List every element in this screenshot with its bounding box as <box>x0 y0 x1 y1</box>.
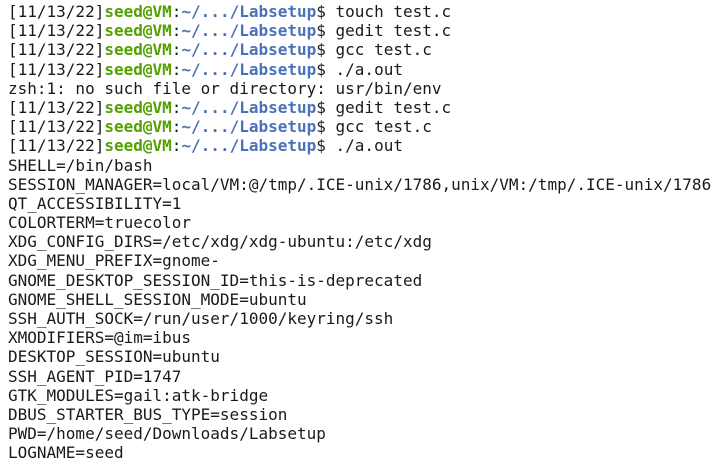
prompt-user-host: seed@VM <box>104 97 172 117</box>
prompt-symbol: $ <box>316 40 336 60</box>
prompt-date: [11/13/22] <box>8 40 105 60</box>
prompt-symbol: $ <box>316 21 336 41</box>
prompt-separator: : <box>171 2 182 21</box>
output-text: XDG_MENU_PREFIX=gnome- <box>8 251 220 271</box>
prompt-separator: : <box>171 21 182 41</box>
command-text: ./a.out <box>335 59 403 79</box>
output-text: GNOME_SHELL_SESSION_MODE=ubuntu <box>8 289 307 309</box>
output-text: GTK_MODULES=gail:atk-bridge <box>8 385 269 405</box>
terminal-command-line: [11/13/22]seed@VM:~/.../Labsetup$ gedit … <box>8 21 727 40</box>
prompt-path: ~/.../Labsetup <box>181 97 317 117</box>
terminal-output-line: QT_ACCESSIBILITY=1 <box>8 194 727 213</box>
terminal-output-line: GTK_MODULES=gail:atk-bridge <box>8 386 727 405</box>
prompt-user-host: seed@VM <box>104 59 172 79</box>
terminal-output-line: XDG_MENU_PREFIX=gnome- <box>8 251 727 270</box>
terminal-output-line: GNOME_DESKTOP_SESSION_ID=this-is-depreca… <box>8 271 727 290</box>
prompt-user-host: seed@VM <box>104 40 172 60</box>
command-text: ./a.out <box>335 136 403 156</box>
output-text: GNOME_DESKTOP_SESSION_ID=this-is-depreca… <box>8 270 423 290</box>
terminal-output-line: zsh:1: no such file or directory: usr/bi… <box>8 79 727 98</box>
terminal-output-line: SHELL=/bin/bash <box>8 156 727 175</box>
terminal-output-line: DBUS_STARTER_BUS_TYPE=session <box>8 405 727 424</box>
terminal-command-line: [11/13/22]seed@VM:~/.../Labsetup$ gedit … <box>8 98 727 117</box>
prompt-separator: : <box>171 40 182 60</box>
terminal-output-line: DESKTOP_SESSION=ubuntu <box>8 347 727 366</box>
output-text: QT_ACCESSIBILITY=1 <box>8 193 182 213</box>
output-text: DBUS_STARTER_BUS_TYPE=session <box>8 404 288 424</box>
prompt-separator: : <box>171 97 182 117</box>
output-text: SSH_AGENT_PID=1747 <box>8 366 182 386</box>
terminal-output-line: XMODIFIERS=@im=ibus <box>8 328 727 347</box>
terminal-output-line: PWD=/home/seed/Downloads/Labsetup <box>8 424 727 443</box>
terminal-output-line: SSH_AUTH_SOCK=/run/user/1000/keyring/ssh <box>8 309 727 328</box>
output-text: zsh:1: no such file or directory: usr/bi… <box>8 78 442 98</box>
terminal-command-line: [11/13/22]seed@VM:~/.../Labsetup$ gcc te… <box>8 40 727 59</box>
terminal-output-line: XDG_CONFIG_DIRS=/etc/xdg/xdg-ubuntu:/etc… <box>8 232 727 251</box>
output-text: LOGNAME=seed <box>8 443 124 463</box>
prompt-symbol: $ <box>316 2 336 21</box>
prompt-symbol: $ <box>316 117 336 137</box>
prompt-user-host: seed@VM <box>104 21 172 41</box>
command-text: gcc test.c <box>335 117 432 137</box>
terminal-command-line: [11/13/22]seed@VM:~/.../Labsetup$ gcc te… <box>8 117 727 136</box>
prompt-separator: : <box>171 136 182 156</box>
terminal-output-line: GNOME_SHELL_SESSION_MODE=ubuntu <box>8 290 727 309</box>
output-text: SESSION_MANAGER=local/VM:@/tmp/.ICE-unix… <box>8 174 712 194</box>
prompt-path: ~/.../Labsetup <box>181 117 317 137</box>
prompt-date: [11/13/22] <box>8 2 105 21</box>
prompt-date: [11/13/22] <box>8 136 105 156</box>
terminal-command-line: [11/13/22]seed@VM:~/.../Labsetup$ ./a.ou… <box>8 60 727 79</box>
output-text: SHELL=/bin/bash <box>8 155 153 175</box>
output-text: XMODIFIERS=@im=ibus <box>8 328 192 348</box>
command-text: gedit test.c <box>335 97 452 117</box>
prompt-path: ~/.../Labsetup <box>181 40 317 60</box>
prompt-separator: : <box>171 117 182 137</box>
prompt-user-host: seed@VM <box>104 2 172 21</box>
output-text: DESKTOP_SESSION=ubuntu <box>8 347 220 367</box>
prompt-path: ~/.../Labsetup <box>181 59 317 79</box>
prompt-user-host: seed@VM <box>104 117 172 137</box>
prompt-path: ~/.../Labsetup <box>181 2 317 21</box>
prompt-path: ~/.../Labsetup <box>181 136 317 156</box>
prompt-symbol: $ <box>316 59 336 79</box>
output-text: SSH_AUTH_SOCK=/run/user/1000/keyring/ssh <box>8 309 394 328</box>
prompt-user-host: seed@VM <box>104 136 172 156</box>
terminal-output-line: SSH_AGENT_PID=1747 <box>8 367 727 386</box>
terminal-output-line: COLORTERM=truecolor <box>8 213 727 232</box>
command-text: touch test.c <box>335 2 452 21</box>
terminal-command-line: [11/13/22]seed@VM:~/.../Labsetup$ ./a.ou… <box>8 136 727 155</box>
command-text: gcc test.c <box>335 40 432 60</box>
prompt-symbol: $ <box>316 97 336 117</box>
terminal-output-line: LOGNAME=seed <box>8 443 727 462</box>
prompt-date: [11/13/22] <box>8 21 105 41</box>
prompt-date: [11/13/22] <box>8 97 105 117</box>
prompt-path: ~/.../Labsetup <box>181 21 317 41</box>
prompt-date: [11/13/22] <box>8 59 105 79</box>
output-text: COLORTERM=truecolor <box>8 213 192 233</box>
output-text: PWD=/home/seed/Downloads/Labsetup <box>8 424 326 444</box>
prompt-date: [11/13/22] <box>8 117 105 137</box>
command-text: gedit test.c <box>335 21 452 41</box>
output-text: XDG_CONFIG_DIRS=/etc/xdg/xdg-ubuntu:/etc… <box>8 232 432 252</box>
prompt-separator: : <box>171 59 182 79</box>
prompt-symbol: $ <box>316 136 336 156</box>
terminal-command-line: [11/13/22]seed@VM:~/.../Labsetup$ touch … <box>8 2 727 21</box>
terminal-output-line: SESSION_MANAGER=local/VM:@/tmp/.ICE-unix… <box>8 175 727 194</box>
